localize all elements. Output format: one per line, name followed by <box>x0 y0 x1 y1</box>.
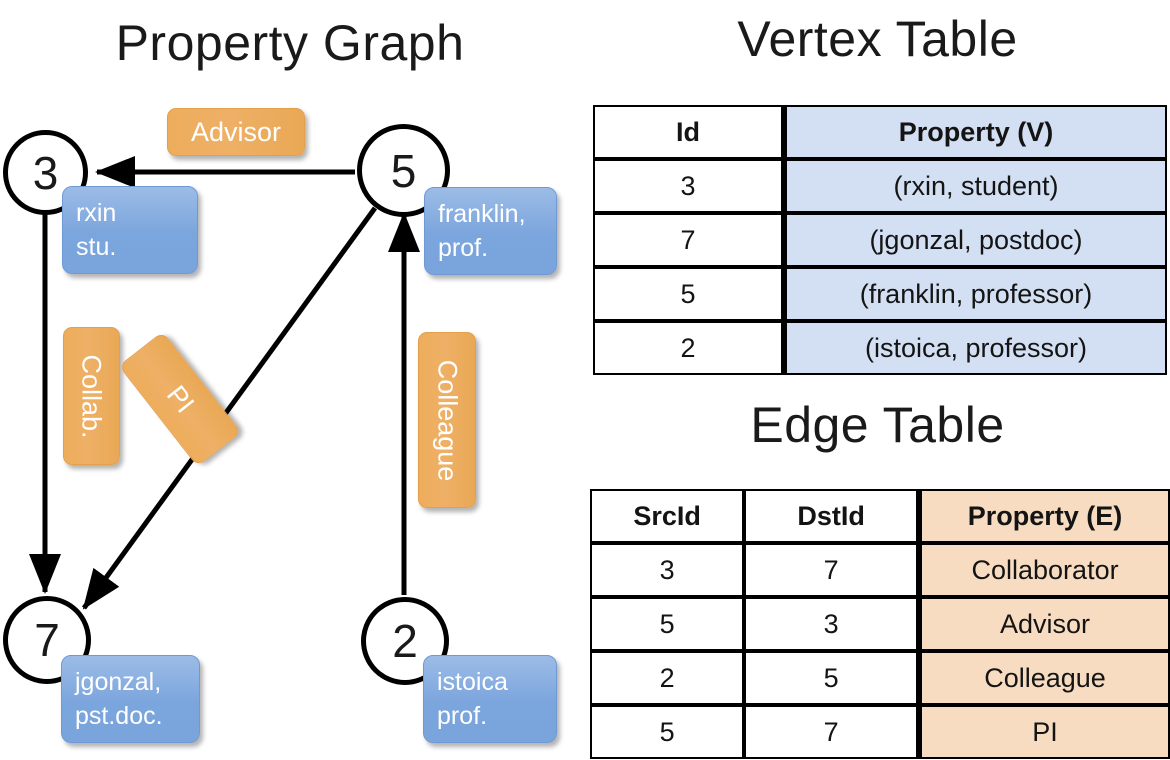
vertex-property-rxin-line2: stu. <box>76 232 117 261</box>
edge-label-box-colleague[interactable]: Colleague <box>418 332 476 508</box>
vertex-row-0-id: 3 <box>593 159 783 213</box>
table-row: 7 (jgonzal, postdoc) <box>593 213 1167 267</box>
edge-row-2-property: Colleague <box>918 651 1170 705</box>
graph-node-5-label: 5 <box>390 144 417 197</box>
graph-node-3-label: 3 <box>32 146 59 199</box>
edge-label-collab-text: Collab. <box>77 353 108 439</box>
page-title-property-graph: Property Graph <box>115 15 465 71</box>
vertex-property-box-franklin[interactable]: franklin, prof. <box>424 187 557 275</box>
vertex-property-franklin-line2: prof. <box>438 233 489 262</box>
graph-node-7-label: 7 <box>34 614 60 666</box>
edge-table: SrcId DstId Property (E) 3 7 Collaborato… <box>590 489 1170 759</box>
edge-label-advisor-text: Advisor <box>190 116 282 147</box>
vertex-row-0-property: (rxin, student) <box>783 159 1167 213</box>
page-title-vertex-table: Vertex Table <box>737 11 1018 67</box>
graph-node-2-label: 2 <box>392 615 418 667</box>
graph-node-5[interactable]: 5 <box>357 124 450 217</box>
vertex-row-2-property: (franklin, professor) <box>783 267 1167 321</box>
edge-table-header-srcid: SrcId <box>590 489 745 543</box>
table-row: 5 (franklin, professor) <box>593 267 1167 321</box>
vertex-row-2-id: 5 <box>593 267 783 321</box>
property-graph-diagram: 3 5 7 2 rxin stu. franklin, prof. jgonza… <box>0 80 585 760</box>
table-row: 5 7 PI <box>590 705 1170 759</box>
vertex-property-rxin-line1: rxin <box>76 199 117 227</box>
edge-5-to-7-pi <box>81 206 378 610</box>
edge-row-1-dst: 3 <box>744 597 919 651</box>
vertex-property-jgonzal-line2: pst.doc. <box>75 701 163 730</box>
graph-node-3[interactable]: 3 <box>3 130 88 215</box>
graph-edges-svg <box>29 156 420 610</box>
vertex-table: Id Property (V) 3 (rxin, student) 7 (jgo… <box>593 105 1167 375</box>
edge-label-box-collab[interactable]: Collab. <box>63 327 120 465</box>
edge-row-3-src: 5 <box>590 705 745 759</box>
vertex-row-1-id: 7 <box>593 213 783 267</box>
edge-label-colleague-text: Colleague <box>432 359 463 481</box>
vertex-property-box-rxin[interactable]: rxin stu. <box>62 186 198 274</box>
edge-table-header-dstid: DstId <box>744 489 919 543</box>
edge-label-pi-text: PI <box>160 379 201 418</box>
vertex-table-header-property: Property (V) <box>783 105 1167 159</box>
edge-row-1-src: 5 <box>590 597 745 651</box>
edge-row-0-property: Collaborator <box>918 543 1170 597</box>
table-row: 3 (rxin, student) <box>593 159 1167 213</box>
vertex-table-header-row: Id Property (V) <box>593 105 1167 159</box>
page-title-edge-table: Edge Table <box>750 397 1005 453</box>
edge-row-1-property: Advisor <box>918 597 1170 651</box>
edge-table-header-property: Property (E) <box>918 489 1170 543</box>
vertex-row-3-id: 2 <box>593 321 783 375</box>
table-row: 2 5 Colleague <box>590 651 1170 705</box>
vertex-property-box-jgonzal[interactable]: jgonzal, pst.doc. <box>61 655 200 743</box>
vertex-property-istoica-line2: prof. <box>437 701 488 730</box>
vertex-property-istoica-line1: istoica <box>437 668 508 696</box>
table-row: 5 3 Advisor <box>590 597 1170 651</box>
edge-table-header-row: SrcId DstId Property (E) <box>590 489 1170 543</box>
vertex-property-jgonzal-line1: jgonzal, <box>75 668 162 696</box>
vertex-property-franklin-line1: franklin, <box>438 200 526 228</box>
table-row: 3 7 Collaborator <box>590 543 1170 597</box>
vertex-row-3-property: (istoica, professor) <box>783 321 1167 375</box>
vertex-property-box-istoica[interactable]: istoica prof. <box>423 655 557 743</box>
edge-row-0-src: 3 <box>590 543 745 597</box>
edge-row-2-dst: 5 <box>744 651 919 705</box>
edge-row-2-src: 2 <box>590 651 745 705</box>
vertex-row-1-property: (jgonzal, postdoc) <box>783 213 1167 267</box>
vertex-table-header-id: Id <box>593 105 783 159</box>
edge-label-box-advisor[interactable]: Advisor <box>167 108 305 156</box>
table-row: 2 (istoica, professor) <box>593 321 1167 375</box>
edge-row-3-dst: 7 <box>744 705 919 759</box>
edge-row-3-property: PI <box>918 705 1170 759</box>
edge-row-0-dst: 7 <box>744 543 919 597</box>
